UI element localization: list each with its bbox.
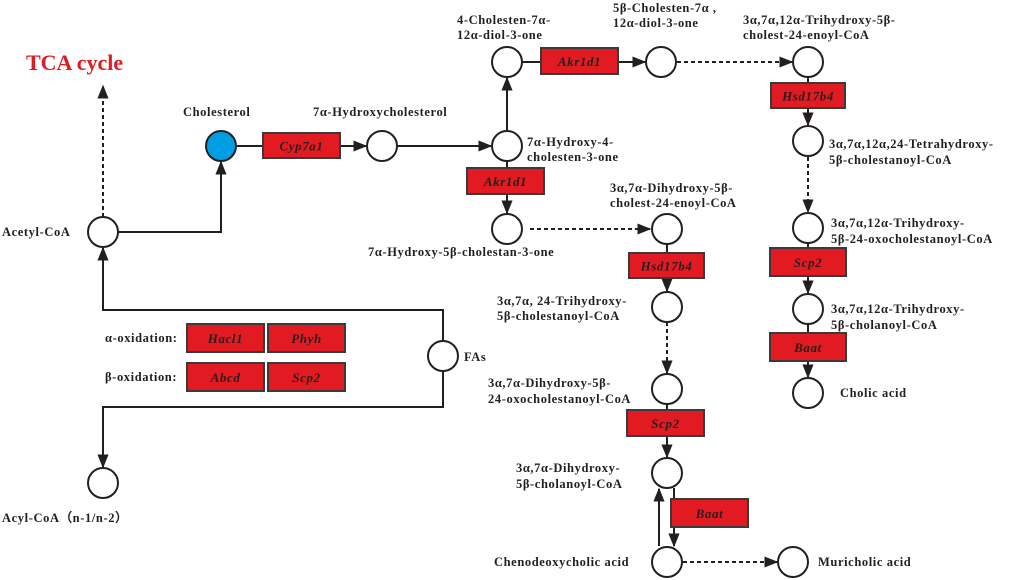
tca-cycle-title: TCA cycle — [26, 50, 123, 75]
enzyme-label: Scp2 — [651, 416, 679, 431]
edge-fas-to-acylcoa — [97, 371, 444, 469]
beta-oxidation-label: β-oxidation: — [105, 370, 177, 384]
enzyme-baat-right[interactable]: Baat — [769, 332, 847, 362]
enzyme-label: Akr1d1 — [557, 54, 601, 69]
label-dihydroxy-enoyl-1: 3α,7α-Dihydroxy-5β- — [610, 181, 733, 195]
node-trihydroxy-24[interactable] — [651, 291, 683, 323]
label-dihydroxy-oxo-1: 3α,7α-Dihydroxy-5β- — [488, 376, 611, 390]
enzyme-hsd17b4-mid[interactable]: Hsd17b4 — [628, 252, 705, 279]
enzyme-label: Akr1d1 — [483, 174, 527, 189]
node-hydroxy-cholestanone[interactable] — [491, 213, 523, 245]
label-cholic-acid: Cholic acid — [840, 386, 907, 400]
label-hydroxy-cholestanone: 7α-Hydroxy-5β-cholestan-3-one — [368, 245, 554, 259]
label-dihydroxy-cholanoyl-1: 3α,7α-Dihydroxy- — [516, 461, 620, 475]
label-acetyl-coa: Acetyl-CoA — [2, 225, 70, 239]
node-acyl-coa[interactable] — [87, 467, 119, 499]
label-beta-cholesten-diol-1: 5β-Cholesten-7α , — [613, 1, 717, 15]
enzyme-scp2-mid[interactable]: Scp2 — [626, 409, 705, 437]
enzyme-akr1d1-mid[interactable]: Akr1d1 — [466, 167, 545, 195]
label-trihydroxy-24-2: 5β-cholestanoyl-CoA — [497, 309, 620, 323]
node-cholesten-diol[interactable] — [491, 46, 523, 78]
enzyme-label: Scp2 — [794, 255, 822, 270]
enzyme-label: Phyh — [291, 331, 322, 346]
enzyme-label: Baat — [695, 506, 724, 521]
edge-acetylcoa-to-cholesterol — [117, 160, 227, 233]
node-trihydroxy-enoyl[interactable] — [792, 46, 824, 78]
node-dihydroxy-cholanoyl[interactable] — [651, 457, 683, 489]
node-fas[interactable] — [427, 340, 459, 372]
enzyme-akr1d1-top[interactable]: Akr1d1 — [540, 47, 619, 75]
enzyme-baat-mid[interactable]: Baat — [670, 498, 749, 528]
node-dihydroxy-enoyl[interactable] — [651, 213, 683, 245]
node-beta-cholesten-diol[interactable] — [645, 46, 677, 78]
edge-fas-to-acetylcoa — [97, 246, 444, 341]
label-beta-cholesten-diol-2: 12α-diol-3-one — [613, 16, 699, 30]
enzyme-abcd[interactable]: Abcd — [186, 362, 265, 392]
enzyme-label: Abcd — [210, 370, 241, 385]
enzyme-label: Cyp7a1 — [279, 139, 323, 154]
enzyme-cyp7a1[interactable]: Cyp7a1 — [262, 132, 341, 159]
alpha-oxidation-label: α-oxidation: — [105, 331, 178, 345]
enzyme-label: Scp2 — [292, 370, 320, 385]
label-tetrahydroxy-2: 5β-cholestanoyl-CoA — [829, 153, 952, 167]
label-hydroxycholesterol: 7α-Hydroxycholesterol — [313, 105, 447, 119]
node-hydroxy-cholestenone[interactable] — [491, 130, 523, 162]
label-dihydroxy-cholanoyl-2: 5β-cholanoyl-CoA — [516, 477, 622, 491]
node-trihydroxy-oxo[interactable] — [792, 212, 824, 244]
label-trihydroxy-24-1: 3α,7α, 24-Trihydroxy- — [497, 294, 627, 308]
node-hydroxycholesterol[interactable] — [366, 130, 398, 162]
label-trihydroxy-cholanoyl-1: 3α,7α,12α-Trihydroxy- — [831, 302, 965, 316]
label-tetrahydroxy-1: 3α,7α,12α,24-Tetrahydroxy- — [829, 137, 994, 151]
label-trihydroxy-cholanoyl-2: 5β-cholanoyl-CoA — [831, 318, 937, 332]
label-trihydroxy-oxo-2: 5β-24-oxocholestanoyl-CoA — [831, 232, 993, 246]
label-hydroxy-cholestenone-1: 7α-Hydroxy-4- — [527, 135, 614, 149]
node-trihydroxy-cholanoyl[interactable] — [792, 293, 824, 325]
label-dihydroxy-enoyl-2: cholest-24-enoyl-CoA — [610, 196, 737, 210]
label-trihydroxy-enoyl-2: cholest-24-enoyl-CoA — [743, 28, 870, 42]
node-acetyl-coa[interactable] — [87, 216, 119, 248]
label-cholesten-diol-1: 4-Cholesten-7α- — [457, 13, 551, 27]
enzyme-phyh[interactable]: Phyh — [267, 323, 346, 353]
label-trihydroxy-enoyl-1: 3α,7α,12α-Trihydroxy-5β- — [743, 13, 896, 27]
enzyme-label: Baat — [793, 340, 822, 355]
label-trihydroxy-oxo-1: 3α,7α,12α-Trihydroxy- — [831, 216, 965, 230]
label-cholesten-diol-2: 12α-diol-3-one — [457, 28, 543, 42]
enzyme-hsd17b4-right[interactable]: Hsd17b4 — [770, 82, 846, 109]
node-cholesterol[interactable] — [205, 130, 237, 162]
label-hydroxy-cholestenone-2: cholesten-3-one — [527, 150, 619, 164]
node-dihydroxy-oxo[interactable] — [651, 373, 683, 405]
label-chenodeoxycholic-acid: Chenodeoxycholic acid — [494, 555, 629, 569]
enzyme-label: Hsd17b4 — [781, 89, 834, 104]
enzyme-scp2-right[interactable]: Scp2 — [769, 247, 847, 277]
enzyme-label: Hacl1 — [207, 331, 244, 346]
enzyme-scp2-beta[interactable]: Scp2 — [267, 362, 346, 392]
label-muricholic-acid: Muricholic acid — [818, 555, 911, 569]
label-fas: FAs — [464, 350, 486, 364]
label-dihydroxy-oxo-2: 24-oxocholestanoyl-CoA — [488, 392, 631, 406]
enzyme-label: Hsd17b4 — [640, 259, 693, 274]
label-acyl-coa: Acyl-CoA（n-1/n-2） — [2, 510, 128, 525]
node-muricholic-acid[interactable] — [777, 546, 809, 578]
enzyme-hacl1[interactable]: Hacl1 — [186, 323, 265, 353]
node-cholic-acid[interactable] — [792, 377, 824, 409]
node-tetrahydroxy[interactable] — [792, 125, 824, 157]
label-cholesterol: Cholesterol — [183, 105, 250, 119]
node-chenodeoxycholic-acid[interactable] — [651, 546, 683, 578]
